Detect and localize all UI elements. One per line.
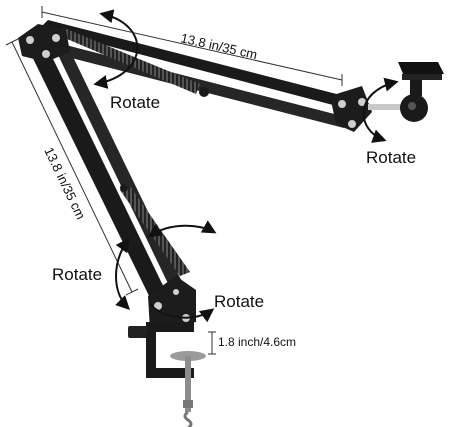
rotate-label-left: Rotate [52, 265, 102, 284]
mic-mount [368, 62, 444, 122]
top-dimension-line [41, 6, 343, 86]
rotate-arrow-left [115, 237, 130, 310]
rotate-label-top: Rotate [110, 93, 160, 112]
elbow-joint [18, 24, 70, 62]
rotate-arrow-top [93, 9, 139, 89]
clamp-dimension-line [208, 331, 216, 355]
base-joint [148, 276, 196, 330]
clamp-dimension-label: 1.8 inch/4.6cm [218, 335, 296, 349]
rotate-arrow-right [362, 77, 399, 143]
desk-clamp [128, 322, 206, 427]
rotate-label-right: Rotate [366, 148, 416, 167]
end-plate [330, 86, 372, 132]
rotate-arrow-base-lower [149, 303, 215, 323]
rotate-label-base: Rotate [214, 292, 264, 311]
rotate-arrow-base [147, 220, 217, 238]
